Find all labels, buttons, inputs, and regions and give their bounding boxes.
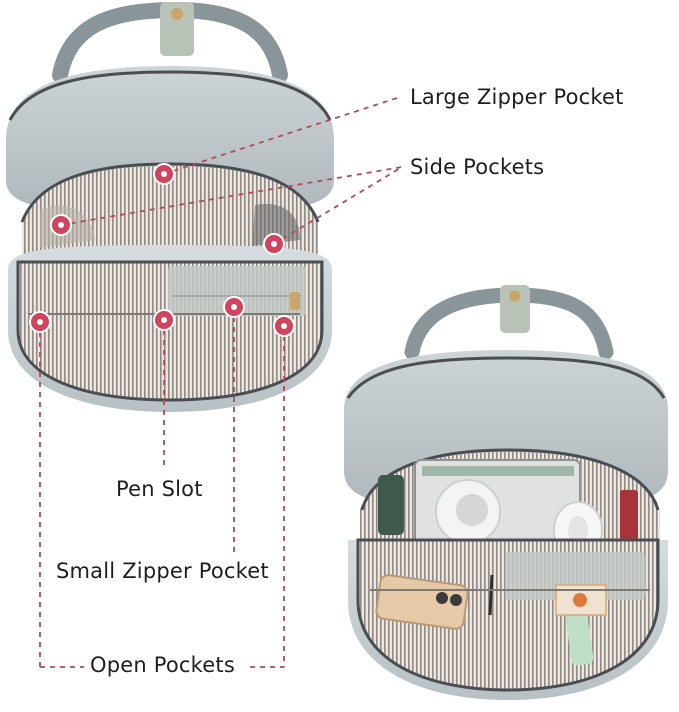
label-side-pockets: Side Pockets bbox=[410, 155, 545, 179]
label-small-zipper-pocket: Small Zipper Pocket bbox=[56, 559, 269, 583]
handle-tab bbox=[160, 2, 194, 56]
callout-dot-icon bbox=[223, 296, 245, 318]
callout-dot-icon bbox=[273, 315, 295, 337]
callout-dot-icon bbox=[153, 163, 175, 185]
callout-dot-icon bbox=[29, 311, 51, 333]
bottle bbox=[378, 475, 404, 535]
label-large-zipper-pocket: Large Zipper Pocket bbox=[410, 85, 624, 109]
handle-tab bbox=[500, 285, 530, 333]
label-pen-slot: Pen Slot bbox=[116, 477, 203, 501]
inner-back-lining bbox=[22, 166, 318, 262]
callout-dot-icon bbox=[263, 233, 285, 255]
label-open-pockets: Open Pockets bbox=[90, 653, 235, 677]
phone bbox=[375, 574, 469, 630]
mesh-zipper-pocket bbox=[168, 266, 306, 316]
handle-rivet bbox=[171, 8, 183, 20]
top-zipper bbox=[8, 70, 332, 121]
callout-lines bbox=[39, 96, 403, 668]
right-backpack bbox=[344, 285, 668, 700]
callout-dots bbox=[29, 163, 295, 337]
callout-dot-icon bbox=[153, 309, 175, 331]
callout-dot-icon bbox=[50, 214, 72, 236]
